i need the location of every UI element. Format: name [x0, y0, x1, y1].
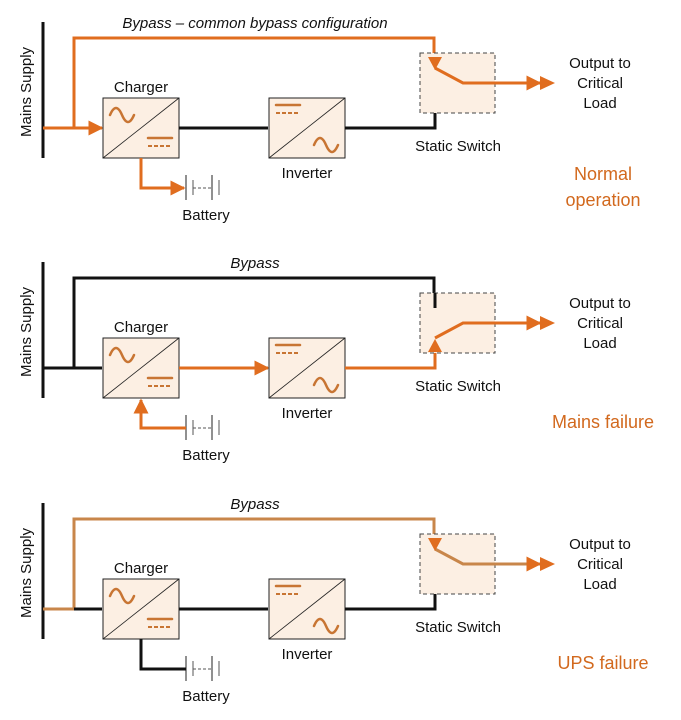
output-label-3: Load [583, 576, 616, 593]
output-label-2: Critical [577, 315, 623, 332]
bypass-arrow-icon [428, 538, 442, 551]
inverter-arrow-icon [428, 339, 442, 352]
state-label: Mains failure [552, 412, 654, 432]
ac-sine-icon [108, 587, 136, 605]
output-label-1: Output to [569, 295, 631, 312]
mains-supply-label: Mains Supply [18, 46, 35, 137]
inverter-label: Inverter [282, 646, 333, 663]
bypass-label: Bypass [230, 255, 280, 272]
static-switch-label: Static Switch [415, 138, 501, 155]
inverter-diagonal [268, 337, 346, 399]
battery-label: Battery [182, 688, 230, 705]
state-label: Normal [574, 164, 632, 184]
switch-blade-line [434, 66, 542, 91]
ac-sine-icon [312, 376, 340, 394]
ac-sine-icon [108, 346, 136, 364]
output-label-3: Load [583, 335, 616, 352]
output-label-3: Load [583, 95, 616, 112]
inverter-label: Inverter [282, 165, 333, 182]
output-label-2: Critical [577, 556, 623, 573]
ac-sine-icon [108, 106, 136, 124]
static-switch-label: Static Switch [415, 378, 501, 395]
ac-sine-icon [312, 617, 340, 635]
charger-battery-line [139, 639, 186, 671]
state-label: UPS failure [557, 653, 648, 673]
output-label-2: Critical [577, 75, 623, 92]
battery-to-charger-line [133, 398, 186, 430]
state-label-2: operation [565, 190, 640, 210]
charger-diagonal [102, 337, 180, 399]
inverter-label: Inverter [282, 405, 333, 422]
output-arrow-icon [540, 557, 555, 571]
charger-to-battery-line [139, 158, 186, 196]
output-label-1: Output to [569, 55, 631, 72]
bypass-arrow-icon [428, 57, 442, 70]
battery-label: Battery [182, 447, 230, 464]
output-label-1: Output to [569, 536, 631, 553]
battery-label: Battery [182, 207, 230, 224]
charger-label: Charger [114, 319, 168, 336]
static-switch-label: Static Switch [415, 619, 501, 636]
ac-sine-icon [312, 136, 340, 154]
mains-supply-label: Mains Supply [18, 286, 35, 377]
inverter-diagonal [268, 578, 346, 640]
output-arrow-icon [540, 316, 555, 330]
bypass-label: Bypass – common bypass configuration [122, 15, 387, 32]
inverter-diagonal [268, 97, 346, 159]
output-arrow-icon [540, 76, 555, 90]
charger-diagonal [102, 97, 180, 159]
charger-label: Charger [114, 560, 168, 577]
mains-supply-label: Mains Supply [18, 527, 35, 618]
charger-diagonal [102, 578, 180, 640]
panel-normal: Mains Supply Bypass – common bypass confi… [18, 15, 641, 224]
bypass-label: Bypass [230, 496, 280, 513]
charger-label: Charger [114, 79, 168, 96]
switch-blade-line [434, 547, 542, 572]
switch-blade-line [434, 315, 542, 340]
